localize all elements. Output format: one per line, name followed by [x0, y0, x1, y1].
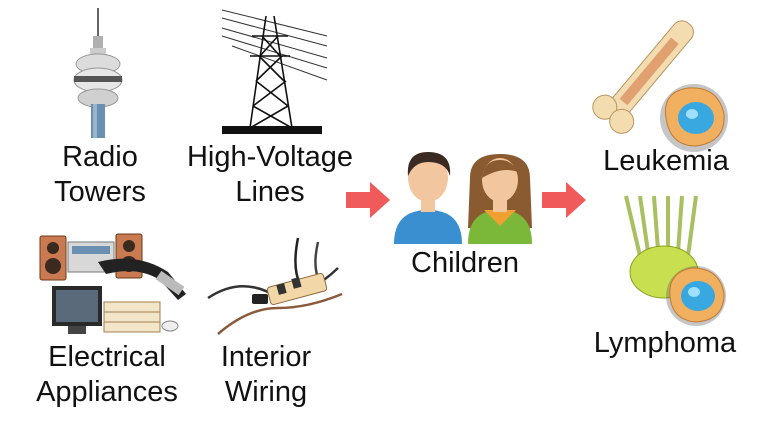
radio-tower-icon — [73, 8, 123, 138]
interior-wiring-icon — [207, 237, 343, 335]
lymph-node-cell-icon — [624, 195, 726, 326]
outcome-leukemia: Leukemia — [603, 145, 729, 177]
children-label: Children — [411, 247, 519, 279]
arrow-to-children-icon — [346, 182, 390, 218]
source-radio-towers: Radio Towers — [54, 141, 146, 208]
outcome-lymphoma: Lymphoma — [593, 327, 737, 359]
source-high-voltage-lines: High-Voltage Lines — [186, 141, 354, 208]
arrow-to-outcomes-icon — [542, 182, 586, 218]
electrical-appliances-icon — [39, 233, 186, 334]
power-pylon-icon — [221, 9, 328, 134]
source-interior-wiring: Interior Wiring — [220, 341, 312, 408]
children-icon — [394, 152, 532, 244]
source-electrical-appliances: Electrical Appliances — [36, 341, 178, 408]
bone-marrow-cell-icon — [592, 20, 728, 152]
